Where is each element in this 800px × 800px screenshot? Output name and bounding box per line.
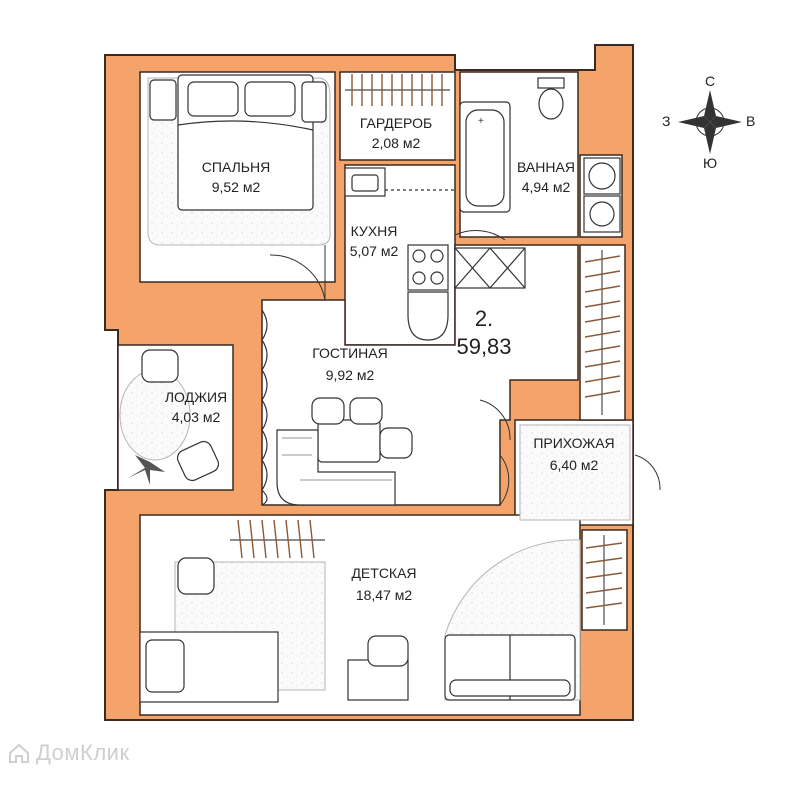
apartment-total-area: 59,83 [456,334,511,359]
room-area-kitchen: 5,07 м2 [350,243,399,259]
room-area-hallway: 6,40 м2 [550,457,599,473]
home-icon [9,743,29,763]
room-name-bedroom: СПАЛЬНЯ [202,159,270,175]
washing-machine [583,157,621,195]
room-name-loggia: ЛОДЖИЯ [165,389,227,405]
closet-rail-right [584,250,621,415]
room-area-kids: 18,47 м2 [356,587,413,603]
kids-furniture [139,557,576,703]
room-name-living: ГОСТИНАЯ [312,345,388,361]
room-area-bathroom: 4,94 м2 [522,179,571,195]
corner-sofa [276,429,396,506]
kids-rail-right [585,535,623,625]
watermark: ДомКлик [8,740,130,766]
compass-south: Ю [703,155,717,171]
apartment-number: 2. [475,306,493,331]
compass-rose: С Ю З В [662,73,755,171]
room-area-living: 9,92 м2 [326,367,375,383]
sink [583,195,621,233]
kitchen-counter [344,167,526,341]
room-name-hallway: ПРИХОЖАЯ [533,435,614,451]
room-labels: СПАЛЬНЯ 9,52 м2 ГАРДЕРОБ 2,08 м2 ВАННАЯ … [165,115,615,603]
loggia-furniture [128,349,220,485]
watermark-text: ДомКлик [36,740,130,765]
wardrobe-floor [339,71,456,161]
room-name-kitchen: КУХНЯ [351,223,398,239]
wardrobe-rail-top [345,74,450,106]
compass-west: З [662,113,670,129]
compass-east: В [746,113,755,129]
toilet [537,77,565,120]
svg-text:+: + [478,116,484,127]
room-area-loggia: 4,03 м2 [172,409,221,425]
room-area-bedroom: 9,52 м2 [212,179,261,195]
dining-set [311,397,413,463]
room-name-wardrobe: ГАРДЕРОБ [360,115,432,131]
kids-rail-top [230,519,325,559]
door-swings [269,230,661,506]
room-name-kids: ДЕТСКАЯ [351,565,416,581]
room-name-bathroom: ВАННАЯ [517,159,575,175]
room-area-wardrobe: 2,08 м2 [372,135,421,151]
double-bed [149,74,327,211]
living-window-wave [261,309,268,506]
hallway-rug [519,424,631,521]
bathtub: + [459,101,511,213]
compass-north: С [705,73,715,89]
